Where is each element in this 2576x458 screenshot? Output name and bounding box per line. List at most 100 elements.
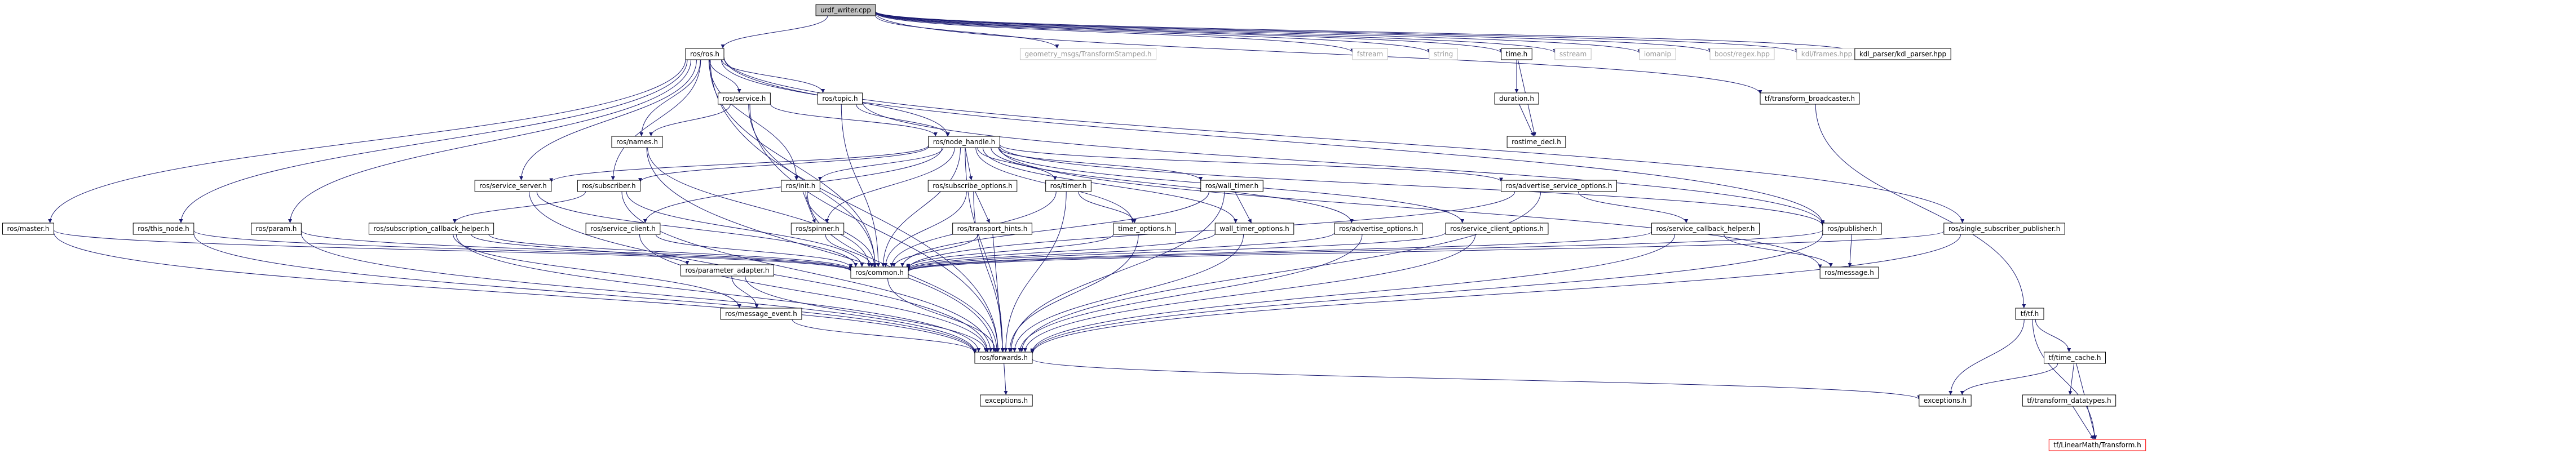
node-label: ros/forwards.h <box>979 354 1028 362</box>
node-label: exceptions.h <box>1924 397 1967 404</box>
node-ros-topic-h[interactable]: ros/topic.h <box>817 92 863 105</box>
node-box <box>1822 223 1882 235</box>
node-ros-advertise-options-h[interactable]: ros/advertise_options.h <box>1334 223 1423 235</box>
include-edge-publisher-to-forwards <box>1030 233 1823 354</box>
node-ros-service-server-h[interactable]: ros/service_server.h <box>474 180 552 192</box>
node-ros-spinner-h[interactable]: ros/spinner.h <box>790 223 845 235</box>
node-label: ros/message.h <box>1824 269 1874 277</box>
node-label: string <box>1434 50 1453 58</box>
node-label: sstream <box>1559 50 1587 58</box>
include-edge-root-to-kdlframes <box>875 11 1799 54</box>
node-tf-time-cache-h[interactable]: tf/time_cache.h <box>2043 352 2106 364</box>
node-exceptions-h[interactable]: exceptions.h <box>1919 394 1972 407</box>
node-timer-options-h[interactable]: timer_options.h <box>1113 223 1176 235</box>
node-tf-transform-datatypes-h[interactable]: tf/transform_datatypes.h <box>2022 394 2117 407</box>
include-edge-forwards-to-exceptions <box>1004 363 1008 395</box>
include-edge-servclientopts-to-common <box>906 232 1446 271</box>
node-ros-publisher-h[interactable]: ros/publisher.h <box>1822 223 1882 235</box>
include-edge-subopts-to-forwards <box>973 191 1005 353</box>
include-edge-thisnode-to-common <box>193 230 853 272</box>
node-rostime-decl-h[interactable]: rostime_decl.h <box>1506 136 1566 148</box>
node-ros-subscriber-h[interactable]: ros/subscriber.h <box>577 180 641 192</box>
node-time-h[interactable]: time.h <box>1501 48 1532 60</box>
node-ros-subscription-callback-helper-h[interactable]: ros/subscription_callback_helper.h <box>368 223 494 235</box>
node-tf-transform-broadcaster-h[interactable]: tf/transform_broadcaster.h <box>1760 92 1860 105</box>
include-edge-names-to-forwards <box>646 147 996 353</box>
node-duration-h[interactable]: duration.h <box>1494 92 1539 105</box>
node-label: tf/tf.h <box>2021 310 2039 318</box>
node-ros-node-handle-h[interactable]: ros/node_handle.h <box>928 136 1000 148</box>
node-exceptions-h[interactable]: exceptions.h <box>980 394 1033 407</box>
node-ros-transport-hints-h[interactable]: ros/transport_hints.h <box>952 223 1032 235</box>
node-ros-wall-timer-h[interactable]: ros/wall_timer.h <box>1200 180 1263 192</box>
node-ros-names-h[interactable]: ros/names.h <box>611 136 663 148</box>
node-label: ros/service.h <box>723 95 766 103</box>
include-edge-nodehandle-to-servserver <box>549 145 929 183</box>
include-edge-ros_ros-to-names <box>639 59 701 137</box>
include-edge-nodehandle-to-common <box>881 147 961 268</box>
include-edge-master-to-forwards <box>53 232 977 354</box>
node-tf-tf-h[interactable]: tf/tf.h <box>2015 308 2044 320</box>
node-label: ros/publisher.h <box>1827 225 1877 233</box>
node-ros-message-h[interactable]: ros/message.h <box>1819 266 1879 279</box>
include-edge-nodehandle-to-subscriber <box>638 146 929 183</box>
node-ros-ros-h[interactable]: ros/ros.h <box>685 48 724 60</box>
node-ros-advertise-service-options-h[interactable]: ros/advertise_service_options.h <box>1501 180 1617 192</box>
include-edge-param-to-common <box>301 230 853 271</box>
node-wall-timer-options-h[interactable]: wall_timer_options.h <box>1214 223 1294 235</box>
node-label: ros/wall_timer.h <box>1205 182 1259 190</box>
node-ros-message-event-h[interactable]: ros/message_event.h <box>720 308 802 320</box>
include-edge-topic-to-nodehandle <box>856 104 950 137</box>
node-label: tf/LinearMath/Transform.h <box>2053 441 2141 449</box>
include-edge-service-to-names <box>649 104 731 137</box>
node-box <box>1919 394 1972 407</box>
node-ros-service-client-options-h[interactable]: ros/service_client_options.h <box>1445 223 1549 235</box>
include-edge-walltimer-to-walltimeropts <box>1234 191 1252 224</box>
node-label: ros/service_server.h <box>479 182 547 190</box>
include-edge-subhelper-to-msgevent <box>453 234 741 309</box>
node-label: urdf_writer.cpp <box>820 6 871 14</box>
include-edge-datatypes-to-linearmath <box>2072 406 2095 440</box>
include-edge-subscriber-to-forwards <box>621 191 993 353</box>
node-ros-init-h[interactable]: ros/init.h <box>781 180 820 192</box>
node-box <box>1494 92 1539 105</box>
node-ros-master-h[interactable]: ros/master.h <box>2 223 54 235</box>
node-kdl-parser-kdl-parser-hpp[interactable]: kdl_parser/kdl_parser.hpp <box>1854 48 1951 60</box>
node-box <box>815 4 876 16</box>
include-edge-ros_ros-to-topic <box>721 59 825 94</box>
node-label: ros/param.h <box>256 225 297 233</box>
node-label: ros/service_client.h <box>590 225 656 233</box>
node-label: ros/parameter_adapter.h <box>686 266 770 274</box>
node-ros-service-h[interactable]: ros/service.h <box>718 92 771 105</box>
include-edge-walltimeropts-to-forwards <box>1012 234 1244 353</box>
node-tf-linearmath-transform-h[interactable]: tf/LinearMath/Transform.h <box>2048 439 2146 451</box>
node-ros-single-subscriber-publisher-h[interactable]: ros/single_subscriber_publisher.h <box>1943 223 2065 235</box>
include-edge-topic-to-common <box>841 104 881 268</box>
node-label: timer_options.h <box>1118 225 1171 233</box>
node-box <box>1760 92 1860 105</box>
node-ros-common-h[interactable]: ros/common.h <box>850 266 909 279</box>
include-edge-publisher-to-common <box>906 229 1823 272</box>
node-string: string <box>1429 48 1458 60</box>
include-edge-root-to-iomanip <box>875 11 1642 54</box>
node-ros-param-h[interactable]: ros/param.h <box>251 223 302 235</box>
include-edge-ros_ros-to-master <box>48 59 686 224</box>
node-box <box>720 308 802 320</box>
node-ros-forwards-h[interactable]: ros/forwards.h <box>974 352 1033 364</box>
include-edge-single-to-forwards <box>1030 234 1961 354</box>
node-ros-service-callback-helper-h[interactable]: ros/service_callback_helper.h <box>1651 223 1760 235</box>
include-edge-timecache-to-datatypes <box>2068 363 2075 395</box>
include-edge-service-to-forwards <box>749 104 1000 353</box>
node-ros-subscribe-options-h[interactable]: ros/subscribe_options.h <box>927 180 1018 192</box>
include-edge-nodehandle-to-walltimer <box>998 147 1203 181</box>
node-box <box>685 48 724 60</box>
node-ros-parameter-adapter-h[interactable]: ros/parameter_adapter.h <box>681 264 774 277</box>
node-label: ros/init.h <box>786 182 816 190</box>
node-ros-this-node-h[interactable]: ros/this_node.h <box>132 223 195 235</box>
node-box <box>474 180 552 192</box>
node-ros-timer-h[interactable]: ros/timer.h <box>1045 180 1092 192</box>
node-label: ros/single_subscriber_publisher.h <box>1948 225 2060 233</box>
node-label: kdl_parser/kdl_parser.hpp <box>1859 50 1946 58</box>
node-ros-service-client-h[interactable]: ros/service_client.h <box>585 223 661 235</box>
node-label: ros/advertise_service_options.h <box>1506 182 1612 190</box>
